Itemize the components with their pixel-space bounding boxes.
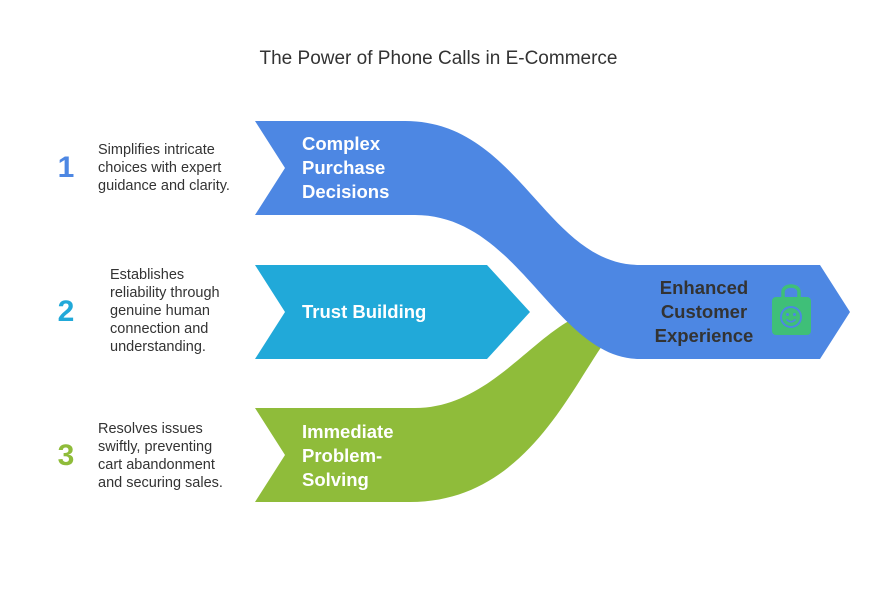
step-1-description: Simplifies intricate choices with expert… <box>98 141 230 195</box>
step-1-description-line: guidance and clarity. <box>98 178 230 194</box>
step-2-description-line: connection and <box>110 321 209 337</box>
band-complex-purchase <box>255 121 850 359</box>
step-number-3: 3 <box>57 439 75 472</box>
step-1-description-line: Simplifies intricate <box>98 142 215 158</box>
step-2-label: Trust Building <box>302 300 426 324</box>
step-2-description-line: understanding. <box>110 339 206 355</box>
step-3-description-line: cart abandonment <box>98 457 215 473</box>
step-3-label: Immediate Problem- Solving <box>302 420 394 492</box>
step-3-description-line: swiftly, preventing <box>98 439 213 455</box>
band-trust-building <box>255 265 530 359</box>
step-2-description-line: genuine human <box>110 303 210 319</box>
step-1-description-line: choices with expert <box>98 160 222 176</box>
shopping-bag-smile-icon <box>772 284 811 335</box>
step-1-label-line: Purchase <box>302 157 386 178</box>
step-3-label-line: Immediate <box>302 421 394 442</box>
step-2-description-line: reliability through <box>110 285 220 301</box>
step-number-2: 2 <box>57 295 75 328</box>
step-2-label-line: Trust Building <box>302 301 427 322</box>
step-2-description-line: Establishes <box>110 267 185 283</box>
outcome-label-line: Customer <box>660 301 748 322</box>
step-3-label-line: Solving <box>302 469 369 490</box>
step-1-label: Complex Purchase Decisions <box>302 132 389 204</box>
outcome-label-line: Enhanced <box>659 277 749 298</box>
step-3-description-line: and securing sales. <box>98 475 223 491</box>
step-1-label-line: Decisions <box>302 181 390 202</box>
diagram-title: The Power of Phone Calls in E-Commerce <box>259 48 618 69</box>
step-3-label-line: Problem- <box>302 445 383 466</box>
step-2-description: Establishes reliability through genuine … <box>110 266 220 356</box>
step-3-description-line: Resolves issues <box>98 421 203 437</box>
step-1-label-line: Complex <box>302 133 381 154</box>
band-problem-solving <box>255 310 645 502</box>
outcome-label: Enhanced Customer Experience <box>640 276 768 348</box>
step-number-1: 1 <box>57 151 75 184</box>
outcome-label-line: Experience <box>654 325 754 346</box>
step-3-description: Resolves issues swiftly, preventing cart… <box>98 420 223 492</box>
